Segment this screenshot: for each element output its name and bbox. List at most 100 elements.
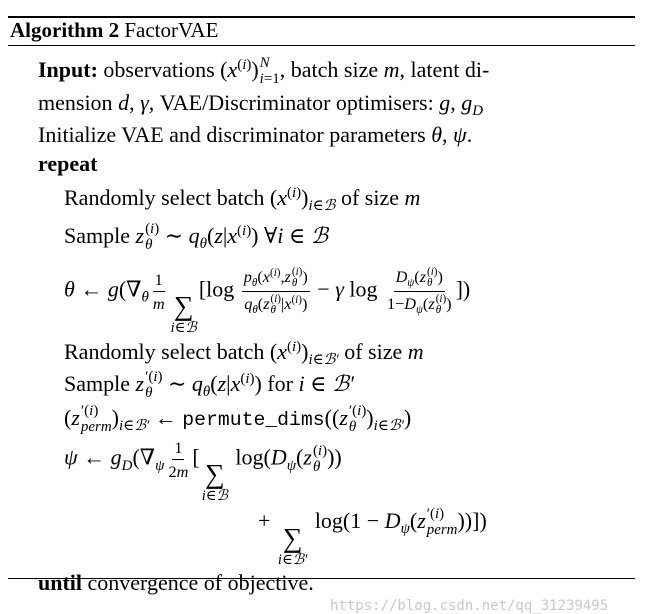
text: . [466,122,473,147]
text: ) [298,293,302,306]
math-symbol: θ [312,458,321,475]
sup-sub: (i)θ [312,442,327,475]
text: ∈ [174,320,186,336]
math-symbol: D [384,508,401,533]
math-symbol: ℬ′ [134,418,150,435]
text: ∼ [159,223,189,248]
math-symbol: i [291,184,297,201]
text: Randomly select batch ( [64,185,278,210]
math-symbol: θ [427,277,433,290]
math-symbol: z [214,223,223,248]
superscript: N [260,55,280,72]
math-symbol: D [404,293,417,313]
math-symbol: z [339,405,348,430]
math-symbol: θ [431,122,443,147]
text: (( [324,405,340,430]
math-symbol: perm [80,418,112,435]
math-symbol: i [245,370,250,387]
math-symbol: θ [141,289,149,306]
text: ) [249,370,255,387]
sup-sub: (i)θ [427,266,437,290]
text: ) [301,185,309,210]
algorithm-line: Sample z′(i)θ ∼ qθ(z|x(i)) for i ∈ ℬ′ [64,369,354,402]
math-symbol: i [242,222,247,239]
text: − [311,276,336,302]
math-symbol: i [150,221,155,238]
math-symbol: q [191,371,203,396]
math-symbol: i [277,551,282,568]
sum-limit: i∈ℬ [171,320,197,336]
text: ← [74,276,108,302]
math-symbol: i [317,442,323,459]
text: mension [38,90,119,115]
math-symbol: x [227,57,238,82]
algorithm-line: Initialize VAE and discriminator paramet… [38,121,472,149]
text: ) [277,292,281,305]
subscript: θ [203,384,210,400]
superscript: (i) [237,57,251,73]
math-symbol: g [461,90,473,115]
sum-symbol: ∑ [173,290,194,322]
math-symbol: g [110,444,122,470]
math-symbol: ψ [416,303,423,316]
text: ( [291,293,296,306]
text: of size [338,339,408,364]
math-symbol: i [308,198,313,215]
math-symbol: D [121,457,133,474]
text: ∈ [123,418,135,435]
text: ( [286,184,292,201]
text: ( [296,444,304,470]
text: ′( [426,506,436,523]
math-symbol: z [135,371,145,396]
math-symbol: D [472,103,484,120]
text: ) [301,293,308,313]
math-symbol: ψ [400,521,410,538]
math-symbol: i [89,403,94,420]
math-symbol: z [303,444,312,470]
subscript: D [472,103,483,119]
subscript: i∈ℬ′ [308,352,338,368]
subscript: perm [427,522,458,539]
superscript: (i) [145,221,159,238]
keyword: repeat [38,151,98,176]
subscript: i∈ℬ [308,198,335,214]
algorithm-line: mension d, γ, VAE/Discriminator optimise… [38,89,483,119]
algorithm-name: FactorVAE [124,18,219,42]
text: ∈ [283,223,311,248]
numerator: 1 [172,437,185,461]
algorithm-number: Algorithm 2 [10,18,120,42]
text: )) [327,444,342,470]
sum-symbol: ∑ [282,521,303,553]
fraction: pθ(x(i),z(i)θ)qθ(z(i)θ|x(i)) [241,265,310,317]
superscript: (i) [427,266,437,279]
sup-sub: (i)θ [270,292,281,317]
text: Sample [64,223,136,248]
algorithm-line: Randomly select batch (x(i))i∈ℬ of size … [64,184,420,214]
math-symbol: D [395,267,408,286]
math-symbol: i [439,292,443,305]
math-symbol: i [298,371,305,396]
math-symbol: γ [335,276,344,302]
math-symbol: θ [270,304,276,317]
algorithm-line: Sample z(i)θ ∼ qθ(z|x(i)) ∀i ∈ ℬ [64,221,328,254]
algorithm-line: until convergence of objective. [38,569,314,597]
math-symbol: θ [64,276,75,302]
math-symbol: x [230,371,241,396]
text: [ [192,444,200,470]
text: ∈ [312,198,324,215]
text: + [258,508,276,533]
text: ) [246,222,252,239]
math-symbol: ψ [155,457,165,474]
text: 2 [168,462,177,482]
text: ) [439,506,445,523]
superscript: ′(i) [349,403,366,420]
math-symbol: i [277,223,284,248]
text: ( [64,405,72,430]
text: ( [291,265,296,278]
text: , [450,90,462,115]
top-rule [8,16,635,18]
text: Sample [64,371,136,396]
algorithm-line: (z′(i)perm)i∈ℬ′ ← permute_dims((z′(i)θ)i… [64,403,411,436]
